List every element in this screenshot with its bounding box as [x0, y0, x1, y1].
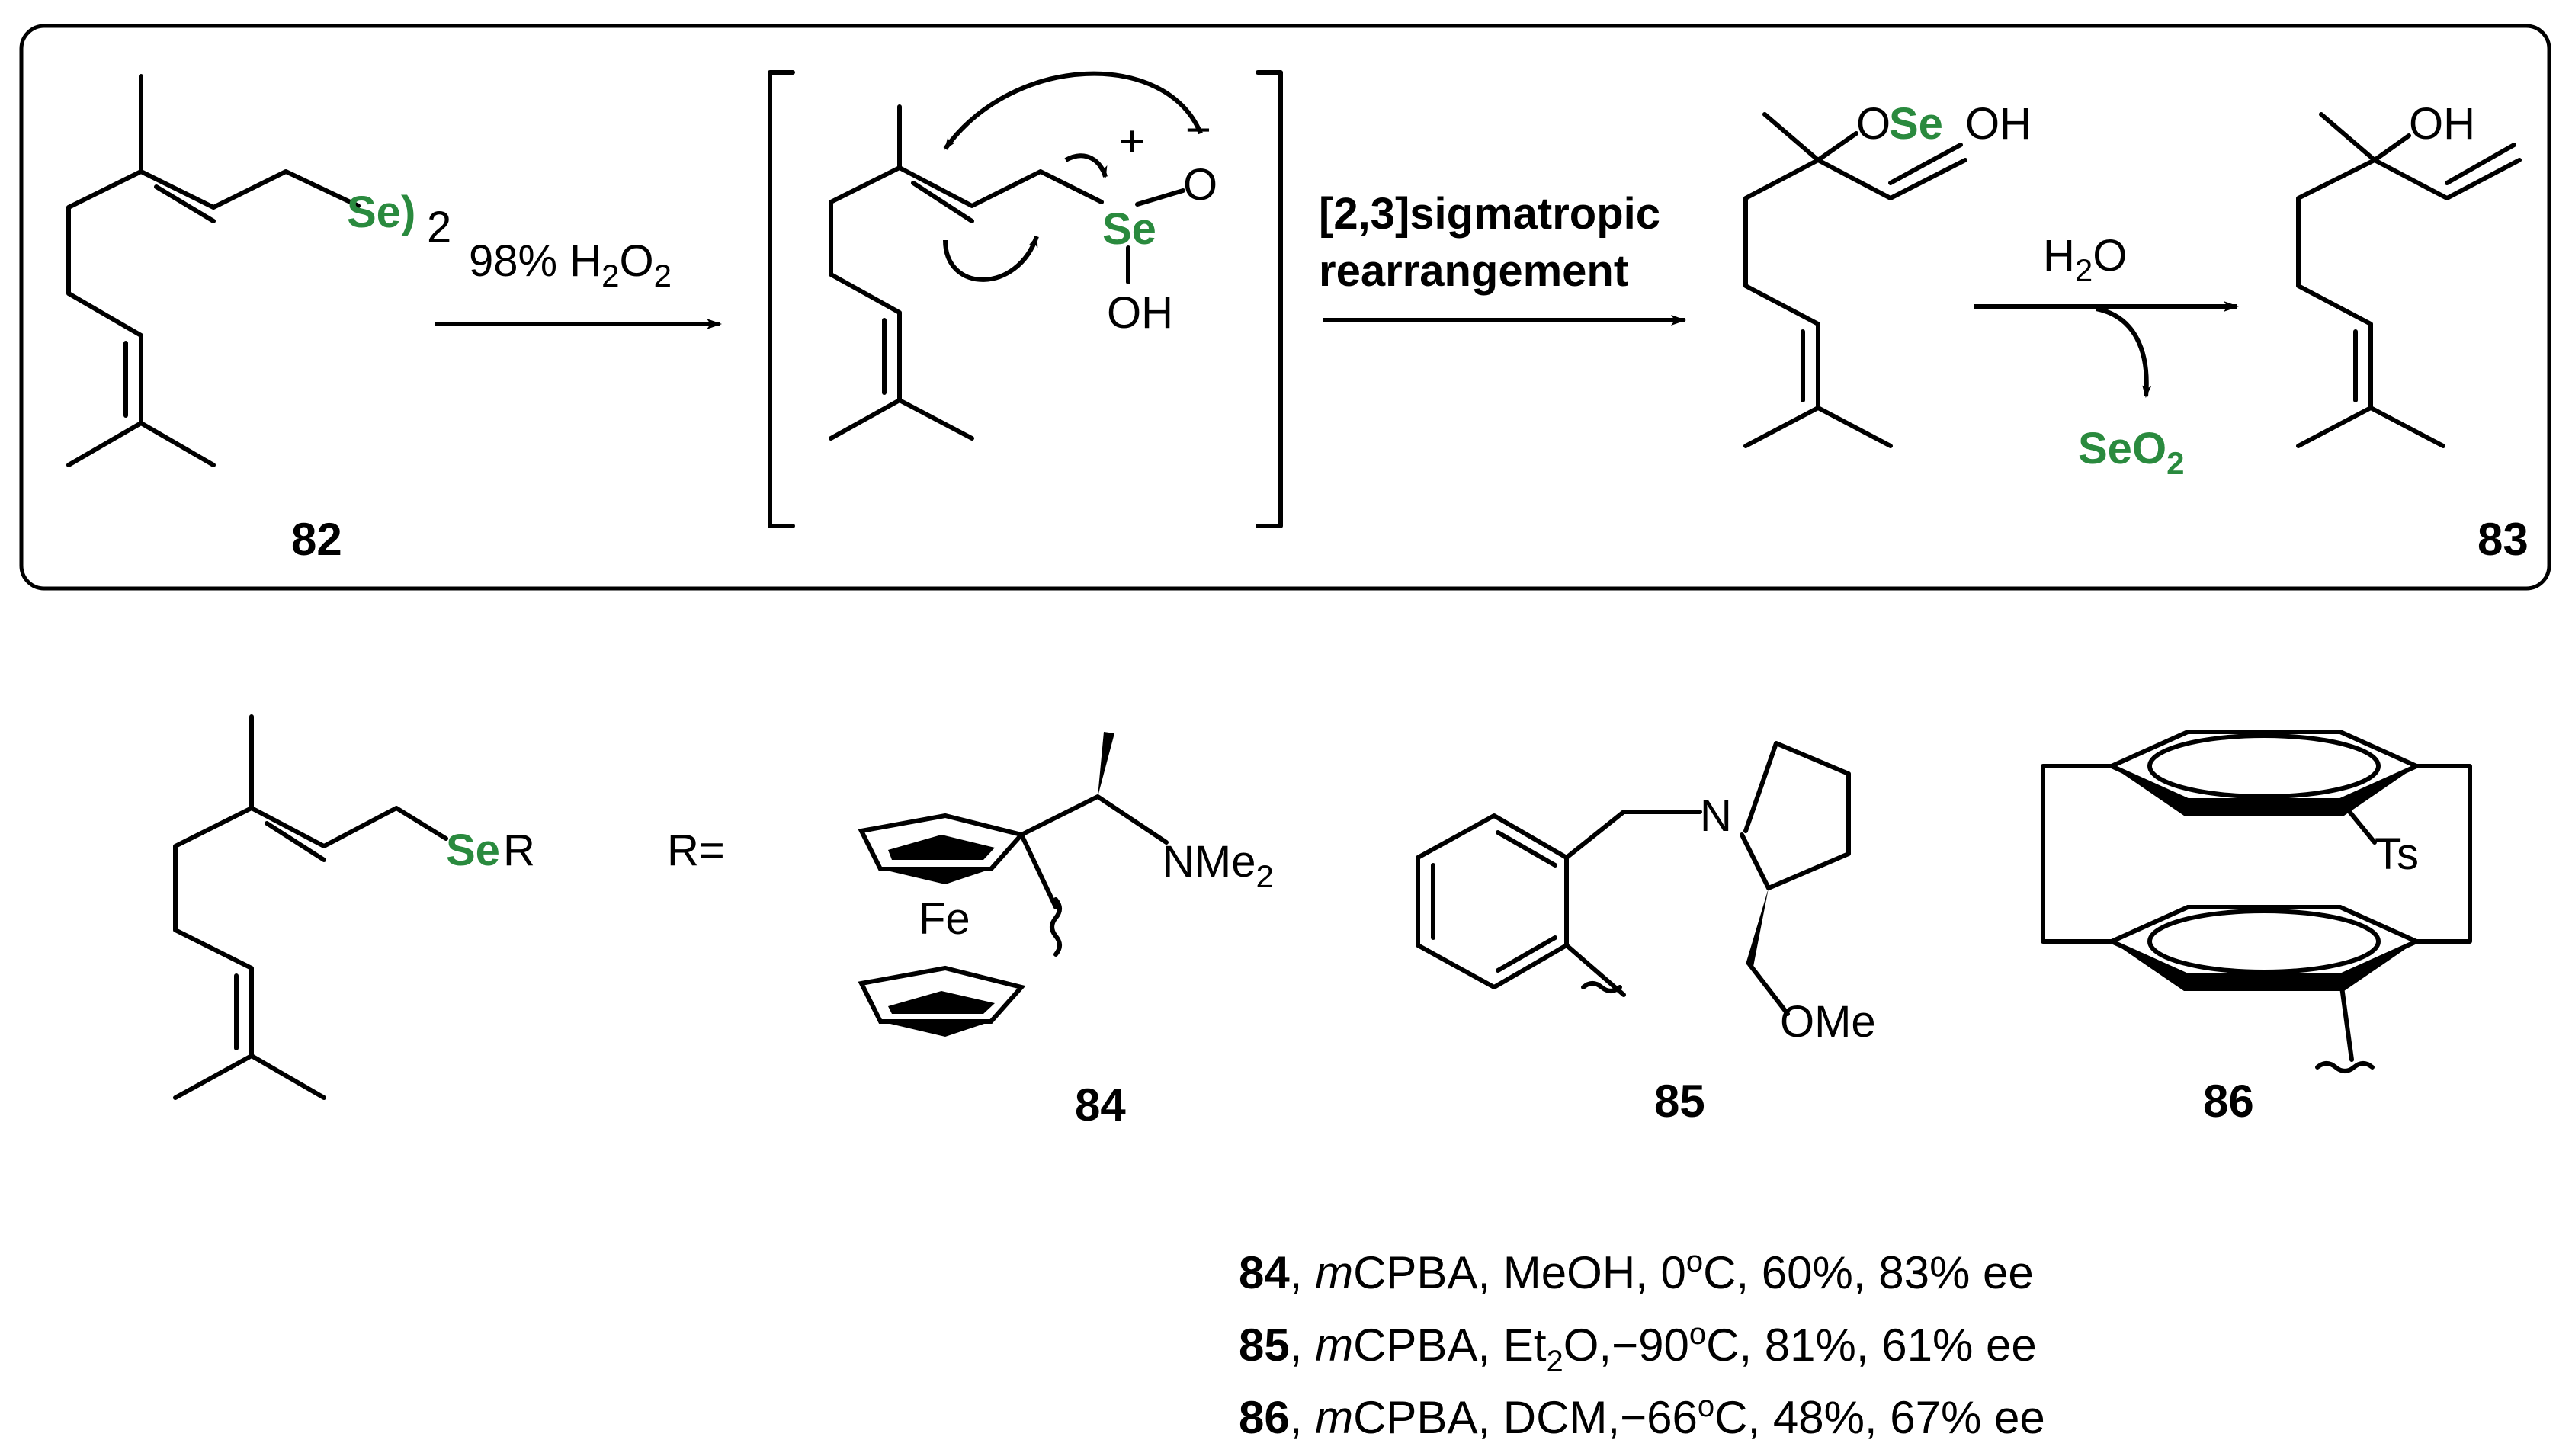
step1-sub2: 2	[654, 258, 672, 293]
curved-arrow-o-to-c	[943, 71, 1203, 150]
compound-86-ts: Ts	[2375, 829, 2419, 879]
selenenate-structure: O Se OH	[1743, 99, 2032, 448]
step1-reagent-prefix: 98% H	[469, 236, 601, 286]
step1-mid: O	[619, 236, 653, 286]
svg-text:H2O: H2O	[2043, 231, 2127, 288]
compound-84-fe: Fe	[919, 894, 970, 944]
selenenate-oh: OH	[1965, 99, 2032, 149]
intermediate-oh: OH	[1107, 288, 1173, 338]
r-equals-label: R=	[667, 826, 725, 875]
step3-byproduct: SeO	[2078, 424, 2166, 473]
condition-85: 85, mCPBA, Et2O,−90oC, 81%, 61% ee	[1239, 1317, 2037, 1378]
svg-text:98% H2O2: 98% H2O2	[469, 236, 672, 293]
svg-text:NMe2: NMe2	[1163, 837, 1274, 894]
step3-byproduct-arrow	[2096, 306, 2152, 398]
step3-o: O	[2093, 231, 2127, 281]
scheme-frame	[19, 24, 2551, 591]
conditions-list: 84, mCPBA, MeOH, 0oC, 60%, 83% ee 85, mC…	[1239, 1245, 2045, 1443]
intermediate-se: Se	[1102, 204, 1156, 254]
condition-86: 86, mCPBA, DCM,−66oC, 48%, 67% ee	[1239, 1390, 2045, 1443]
step2-line2: rearrangement	[1319, 246, 1628, 296]
condition-84: 84, mCPBA, MeOH, 0oC, 60%, 83% ee	[1239, 1245, 2034, 1298]
compound-85-structure: N OMe 85	[1416, 741, 1876, 1127]
compound-85-ome: OMe	[1780, 997, 1876, 1047]
compound-82-se-subscript: 2	[427, 203, 451, 252]
step3-h: H	[2043, 231, 2075, 281]
selenenate-o: O	[1856, 99, 1891, 149]
intermediate-o: O	[1183, 160, 1217, 210]
intermediate-plus: +	[1119, 117, 1145, 166]
substrate-se: Se	[446, 826, 500, 875]
svg-text:SeO2: SeO2	[2078, 424, 2184, 481]
compound-85-number: 85	[1654, 1076, 1705, 1127]
step1: 98% H2O2	[435, 236, 722, 329]
step3-byproduct-sub: 2	[2166, 445, 2184, 481]
compound-85-n: N	[1700, 791, 1732, 841]
compound-83-oh: OH	[2409, 99, 2475, 149]
compound-83-structure: OH 83	[2296, 99, 2529, 565]
step1-sub1: 2	[601, 258, 619, 293]
step3: H2O SeO2	[1974, 231, 2239, 481]
step2: [2,3]sigmatropic rearrangement	[1319, 189, 1686, 326]
compound-84-structure: Fe NMe2 84	[858, 732, 1274, 1130]
step2-line1: [2,3]sigmatropic	[1319, 189, 1660, 239]
compound-84-nme-sub: 2	[1256, 858, 1273, 894]
substrate-r: R	[503, 826, 535, 875]
compound-82-number: 82	[291, 514, 342, 565]
compound-84-nme: NMe	[1163, 837, 1256, 887]
curved-arrow-pi-shift	[943, 235, 1039, 282]
compound-84-number: 84	[1075, 1079, 1126, 1130]
curved-arrow-c-se	[1064, 153, 1108, 178]
compound-86-number: 86	[2203, 1076, 2254, 1127]
compound-82-se-label: Se)	[347, 188, 415, 237]
selenenate-se: Se	[1889, 99, 1943, 149]
compound-82-structure: Se) 2 82	[66, 74, 451, 565]
step3-sub: 2	[2075, 252, 2093, 288]
intermediate-structure: Se + O − OH	[768, 70, 1283, 528]
compound-83-number: 83	[2477, 514, 2529, 565]
substrate-structure: Se R	[173, 714, 535, 1100]
compound-86-structure: Ts 86	[2041, 730, 2472, 1127]
